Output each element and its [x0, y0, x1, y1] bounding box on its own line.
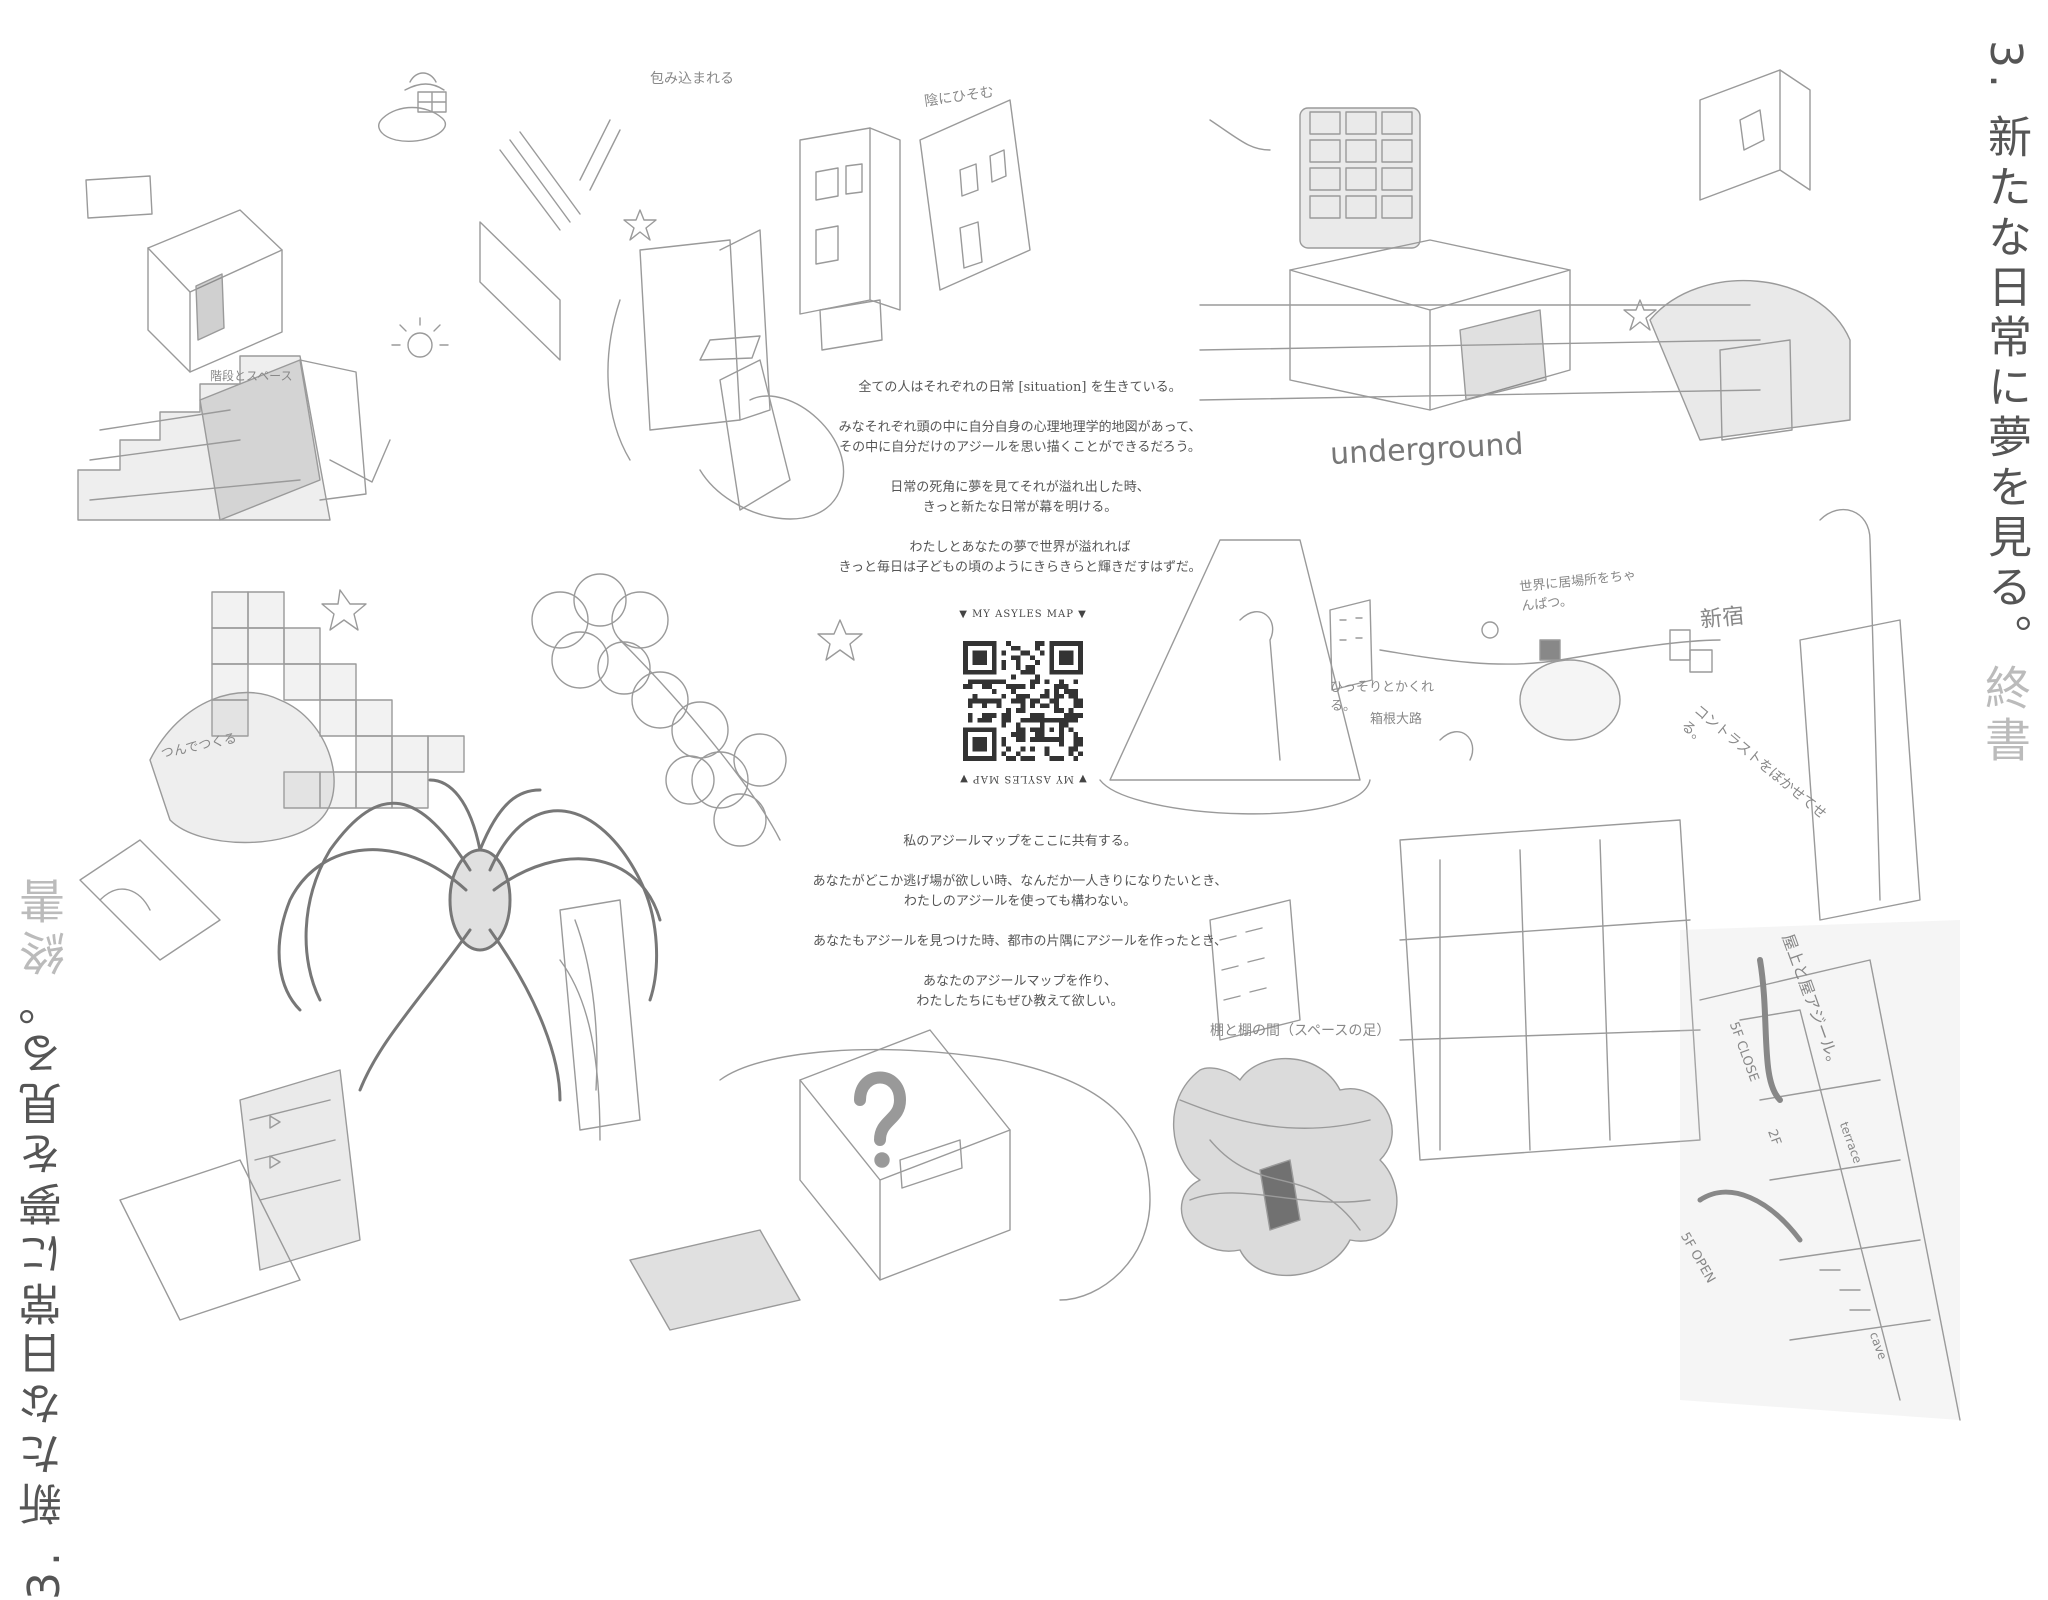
intro-line-3b: きっと新たな日常が幕を明ける。: [922, 500, 1118, 515]
qr-caption: ▼ MY ASYLES MAP ▼: [959, 609, 1087, 620]
note-stairs: 階段とスペース: [210, 369, 293, 383]
intro-paragraph-2: みなそれぞれ頭の中に自分自身の心理地理学的地図があって、その中に自分だけのアジー…: [780, 418, 1260, 458]
intro-line-4b: きっと毎日は子どもの頃のようにきらきらと輝きだすはずだ。: [838, 560, 1202, 575]
sketch-columns: [479, 119, 771, 461]
share-paragraph-4: あなたのアジールマップを作り、わたしたちにもぜひ教えて欲しい。: [770, 972, 1270, 1012]
share-line-4a: あなたのアジールマップを作り、: [923, 974, 1117, 989]
page-title-left: 3. 新たな日常に夢を見る。終書: [12, 872, 78, 1600]
share-paragraph-2: あなたがどこか逃げ場が欲しい時、なんだか一人きりになりたいとき、わたしのアジール…: [770, 872, 1270, 912]
sketch-question-box: [629, 1029, 1151, 1331]
share-line-2b: わたしのアジールを使っても構わない。: [903, 894, 1137, 909]
sketch-underground: [1199, 69, 1851, 441]
intro-paragraph-4: わたしとあなたの夢で世界が溢れればきっと毎日は子どもの頃のようにきらきらと輝きだ…: [780, 538, 1260, 578]
sketch-bubbles: [531, 573, 787, 847]
sketch-frame: [1399, 509, 1921, 1161]
sketch-hat-map: [1099, 539, 1721, 815]
note-hide: ひっそりとかくれる。: [1330, 680, 1435, 714]
note-gap: 棚と棚の間（スペースの足）: [1210, 1023, 1391, 1039]
qr-caption-flipped: ▼ MY ASYLES MAP ▼: [959, 773, 1087, 784]
share-line-3: あなたもアジールを見つけた時、都市の片隅にアジールを作ったとき、: [812, 934, 1228, 949]
intro-paragraph-3: 日常の死角に夢を見てそれが溢れ出した時、きっと新たな日常が幕を明ける。: [780, 478, 1260, 518]
sketch-box-stairs: [77, 72, 449, 521]
share-line-4b: わたしたちにもぜひ教えて欲しい。: [916, 994, 1124, 1009]
sketch-cube-stack: [149, 589, 465, 844]
intro-line-4a: わたしとあなたの夢で世界が溢れれば: [909, 540, 1131, 555]
intro-line-2a: みなそれぞれ頭の中に自分自身の心理地理学的地図があって、: [838, 420, 1202, 435]
share-line-1: 私のアジールマップをここに共有する。: [903, 834, 1137, 849]
note-shinjuku: 新宿: [1699, 603, 1746, 634]
qr-code[interactable]: [963, 641, 1083, 761]
share-line-2a: あなたがどこか逃げ場が欲しい時、なんだか一人きりになりたいとき、: [812, 874, 1228, 889]
sketch-buildings: [699, 99, 1031, 520]
sketch-spider: [277, 778, 662, 1102]
intro-text: 全ての人はそれぞれの日常 [situation] を生きている。 みなそれぞれ頭…: [780, 378, 1260, 598]
pencil-sketch-collage: [77, 69, 1961, 1421]
title-seal-left: 終書: [18, 872, 72, 976]
note-station: 箱根大路: [1370, 712, 1423, 727]
note-wrap: 包み込まれる: [650, 71, 734, 87]
sketch-scribble: [1172, 899, 1398, 1277]
intro-line-1: 全ての人はそれぞれの日常 [situation] を生きている。: [858, 380, 1182, 395]
page-title-right: 3. 新たな日常に夢を見る。終書: [1972, 40, 2038, 768]
sketch-stars: [623, 209, 1657, 661]
sketch-room: [79, 839, 641, 1321]
title-right-text: 3. 新たな日常に夢を見る。: [1980, 40, 2031, 664]
share-text: 私のアジールマップをここに共有する。 あなたがどこか逃げ場が欲しい時、なんだか一…: [770, 832, 1270, 1032]
sketch-roof-map: [1680, 920, 1961, 1421]
intro-line-3a: 日常の死角に夢を見てそれが溢れ出した時、: [890, 480, 1150, 495]
title-seal-right: 終書: [1978, 663, 2032, 768]
intro-line-2b: その中に自分だけのアジールを思い描くことができるだろう。: [839, 440, 1201, 455]
title-left-text: 3. 新たな日常に夢を見る。: [19, 976, 70, 1600]
